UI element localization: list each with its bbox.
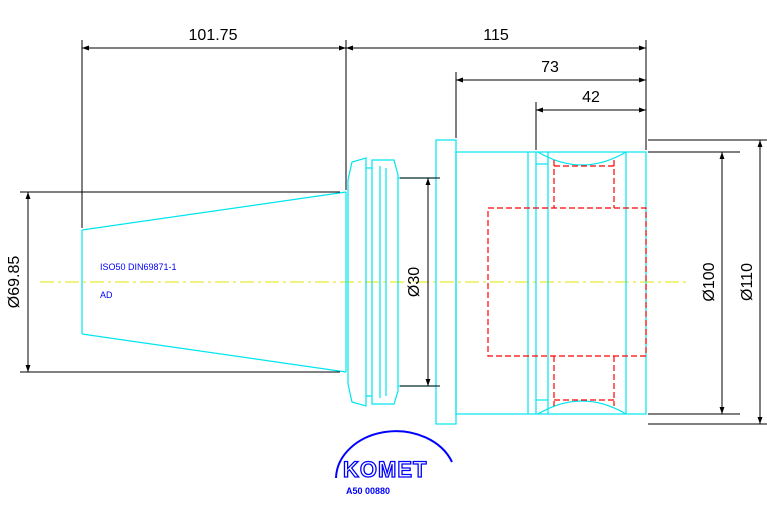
hidden-lines (487, 160, 647, 406)
komet-logo: KOMET A50 00880 (335, 430, 453, 496)
dim-overall-length: 115 (483, 27, 509, 44)
dim-bore-diameter: Ø100 (701, 262, 718, 301)
dim-taper-length: 101.75 (189, 27, 238, 44)
form-note: AD (100, 290, 113, 300)
dim-outer-diameter: Ø110 (739, 263, 756, 301)
dim-groove-length: 42 (582, 89, 600, 106)
extension-lines (20, 40, 767, 425)
logo-brand: KOMET (343, 457, 427, 482)
taper-outline (81, 191, 347, 373)
logo-arc (335, 430, 453, 479)
dim-taper-diameter: Ø69.85 (6, 256, 23, 309)
dim-neck-diameter: Ø30 (406, 267, 423, 297)
body-outline (435, 139, 647, 425)
standard-note: ISO50 DIN69871-1 (100, 262, 177, 272)
dimension-lines (25, 45, 763, 424)
part-number: A50 00880 (346, 486, 390, 496)
flange-outline (347, 157, 399, 407)
dim-body-length: 73 (541, 59, 559, 76)
